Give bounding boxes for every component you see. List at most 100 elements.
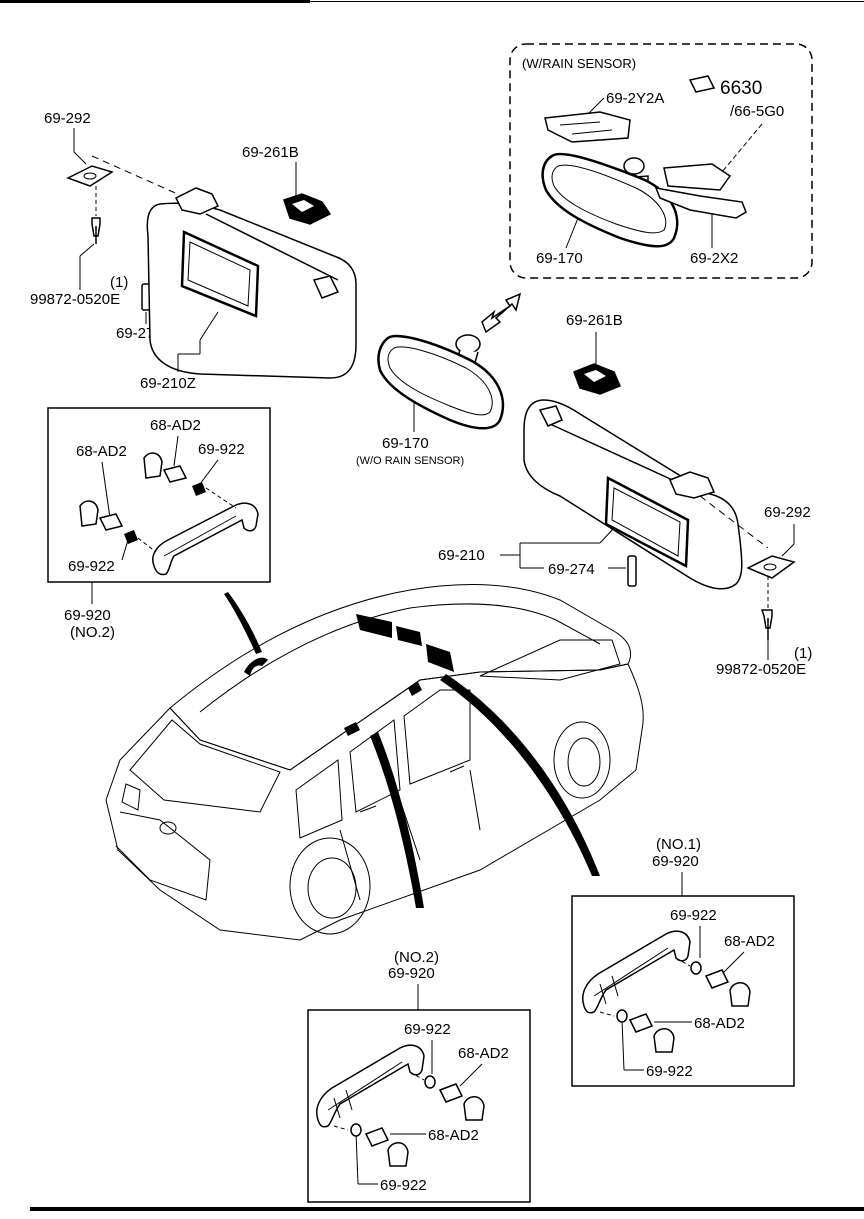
dash-lc-1 <box>409 1071 425 1081</box>
dash-right-1 <box>699 495 769 549</box>
grip-lower-center-box <box>307 1009 531 1203</box>
label-center-mirror: 69-170 <box>382 435 429 452</box>
grip-lower-center-group: (NO.2) 69-920 69-922 68-AD2 68-AD2 69-92… <box>307 949 531 1203</box>
vehicle-rear-window <box>129 719 281 813</box>
right-holder-hole <box>763 563 777 571</box>
dash-lr-1 <box>675 957 691 967</box>
vehicle-group <box>105 584 644 941</box>
rain-mirror-inner <box>551 164 667 234</box>
left-clip-highlight <box>292 200 314 212</box>
right-vanity-mirror <box>604 475 690 569</box>
right-screw-shape <box>760 609 773 629</box>
vehicle-visor-highlight-c <box>426 644 454 672</box>
leader-left-screw-b <box>79 243 95 257</box>
ul-clip-shape-a <box>192 482 206 496</box>
lr-plug-b <box>628 1013 654 1033</box>
vehicle-body <box>105 663 644 941</box>
rain-sensor-title: (W/RAIN SENSOR) <box>522 56 636 71</box>
label-right-screw: 99872-0520E <box>716 661 806 678</box>
label-ul-clip-b: 69-922 <box>68 558 115 575</box>
right-holder-shape <box>746 555 796 579</box>
label-lr-cap-a: 68-AD2 <box>724 933 775 950</box>
right-visor-pivot <box>669 471 716 499</box>
left-visor-tab <box>312 275 340 299</box>
vehicle-emblem <box>159 821 177 835</box>
vehicle-grip-highlight <box>244 657 268 676</box>
right-vanity-mirror-inner <box>611 487 681 557</box>
grip-lower-right-box <box>571 895 795 1087</box>
rain-cover-upper-shape <box>544 111 631 143</box>
vehicle-grip-mark-a <box>344 722 360 736</box>
grip-upper-left-group: 68-AD2 68-AD2 69-922 69-922 69-920 (NO.2… <box>47 407 271 641</box>
callout-lower-center <box>370 732 424 908</box>
vehicle-roof-inner <box>199 603 601 713</box>
vehicle-side-window-b <box>349 719 401 813</box>
label-rain-cover-upper: 69-2Y2A <box>606 90 664 107</box>
left-holder-shape <box>66 165 114 187</box>
rain-cover-upper-detail <box>559 121 613 135</box>
lc-clip-shape-a <box>424 1075 436 1089</box>
label-right-pin: 69-274 <box>548 561 595 578</box>
center-mirror-inner <box>387 346 493 416</box>
leader-left-visor-d <box>199 311 219 341</box>
right-clip-highlight <box>584 370 606 382</box>
label-ul-qualifier: (NO.2) <box>70 624 115 641</box>
vehicle-rear-wheel-inner <box>307 857 357 919</box>
left-holder-hole <box>83 172 97 180</box>
label-left-screw-qty: (1) <box>110 274 128 291</box>
lr-grip-rib <box>599 975 619 1005</box>
leader-ul-cap-a <box>173 435 179 467</box>
vehicle-door-line <box>339 769 481 901</box>
lr-cap-shape-a <box>729 982 751 1007</box>
leader-rain-mirror <box>565 217 579 249</box>
left-vanity-mirror <box>180 230 260 318</box>
vehicle-visor-highlight-b <box>396 626 422 646</box>
rain-mount-boss <box>623 157 645 175</box>
label-lr-clip-b: 69-922 <box>646 1063 693 1080</box>
label-lr-qualifier: (NO.1) <box>656 836 701 853</box>
label-lc-cap-b: 68-AD2 <box>428 1127 479 1144</box>
vehicle-visor-highlight-a <box>356 614 392 638</box>
vehicle-roof <box>169 584 632 771</box>
rain-sensor-group: (W/RAIN SENSOR) 69-2Y2A 6630 /66-5G0 69-… <box>509 43 813 279</box>
lc-grip-shape <box>316 1044 425 1128</box>
dash-ul-1 <box>137 537 157 553</box>
label-right-visor: 69-210 <box>438 547 485 564</box>
ul-grip-shape <box>152 502 259 576</box>
center-mirror-group: 69-170 (W/O RAIN SENSOR) <box>356 334 505 467</box>
label-ul-cap-a: 68-AD2 <box>150 417 201 434</box>
label-right-screw-qty: (1) <box>794 645 812 662</box>
dash-lr-2 <box>599 1011 615 1017</box>
leader-left-holder-b <box>73 151 87 165</box>
grip-lower-right-group: (NO.1) 69-920 69-922 68-AD2 68-AD2 69-92… <box>571 836 795 1087</box>
leader-lc-cap-a <box>459 1063 483 1087</box>
left-vanity-mirror-inner <box>187 241 251 307</box>
rain-cover-lower-shape <box>663 163 732 191</box>
label-lc-clip-b: 69-922 <box>380 1177 427 1194</box>
lc-plug-a <box>438 1083 464 1103</box>
label-ul-clip-a: 69-922 <box>198 441 245 458</box>
left-visor-group: 69-292 (1) 99872-0520E 69-274 69-210Z 69… <box>30 110 357 392</box>
lr-plug-a <box>704 969 730 989</box>
vehicle-tail-gate <box>115 811 211 901</box>
lc-grip-highlight <box>327 1061 403 1111</box>
leader-right-holder-b <box>781 543 795 557</box>
leader-ul-clip-b <box>121 539 129 561</box>
label-ul-cap-b: 68-AD2 <box>76 443 127 460</box>
label-left-screw: 99872-0520E <box>30 291 120 308</box>
dash-ul-2 <box>205 487 237 509</box>
left-visor-rod <box>205 213 339 281</box>
vehicle-handle-a <box>359 805 377 813</box>
lc-cap-shape-a <box>463 1096 485 1121</box>
lr-clip-shape-a <box>690 961 702 975</box>
swap-arrow <box>481 292 522 334</box>
vehicle-tail-light <box>121 783 141 811</box>
leader-right-visor-d <box>599 527 615 544</box>
label-rain-mirror: 69-170 <box>536 250 583 267</box>
lc-cap-shape-b <box>387 1142 409 1167</box>
rain-cover-lower-shape-b <box>654 187 747 219</box>
label-lc-clip-a: 69-922 <box>404 1021 451 1038</box>
label-right-clip: 69-261B <box>566 312 623 329</box>
label-right-holder: 69-292 <box>764 504 811 521</box>
